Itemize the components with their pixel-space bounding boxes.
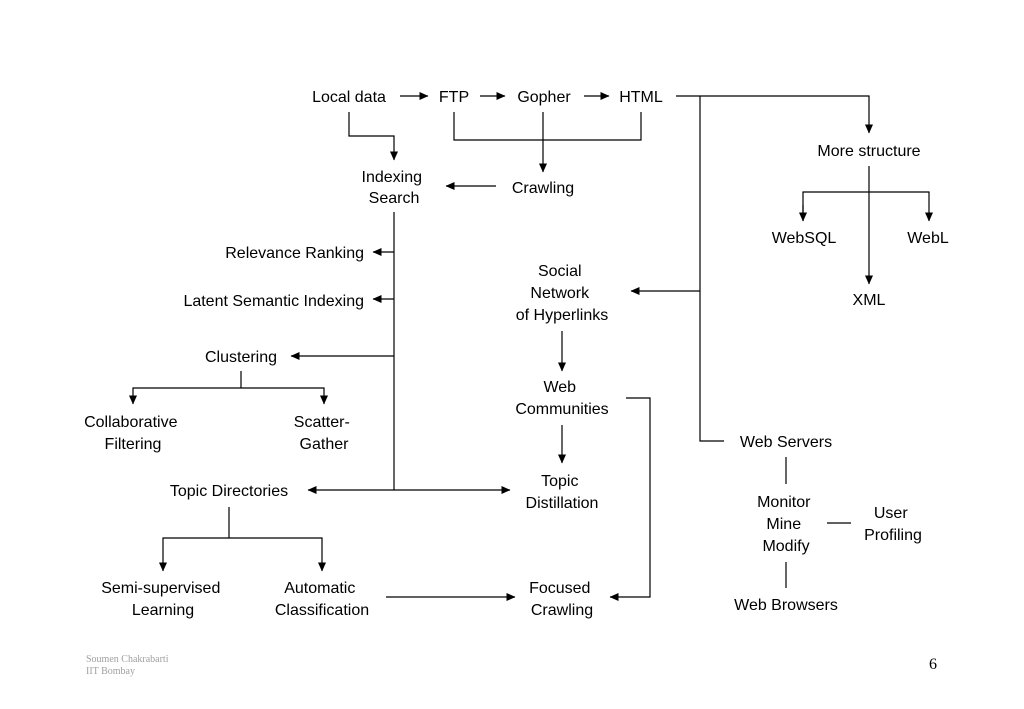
node-web-browsers: Web Browsers <box>734 597 838 614</box>
footer-institution: IIT Bombay <box>86 666 135 677</box>
edges <box>129 92 933 601</box>
node-monitor-mine-modify: Monitor Mine Modify <box>757 494 815 555</box>
node-local-data: Local data <box>312 89 386 106</box>
node-social-network: Social Network of Hyperlinks <box>516 263 608 324</box>
node-relevance-ranking: Relevance Ranking <box>225 245 364 262</box>
node-web-communities: Web Communities <box>515 379 608 418</box>
node-more-structure: More structure <box>817 143 920 160</box>
node-automatic-classification: Automatic Classification <box>275 580 369 619</box>
node-scatter-gather: Scatter- Gather <box>294 414 354 453</box>
node-web-servers: Web Servers <box>740 434 832 451</box>
edge-more-structure-split <box>802 191 933 222</box>
node-topic-directories: Topic Directories <box>170 483 288 500</box>
node-clustering: Clustering <box>205 349 277 366</box>
edge-html-to-more-structure <box>676 95 873 134</box>
node-websql: WebSQL <box>772 230 837 247</box>
node-topic-distillation: Topic Distillation <box>526 473 599 512</box>
node-gopher: Gopher <box>517 89 571 106</box>
edge-clustering-to-collaborative <box>129 387 241 405</box>
node-semi-supervised-learning: Semi-supervised Learning <box>101 580 225 619</box>
node-focused-crawling: Focused Crawling <box>529 580 595 619</box>
edge-clustering-to-scatter <box>241 387 328 405</box>
node-latent-semantic-indexing: Latent Semantic Indexing <box>183 293 364 310</box>
node-crawling: Crawling <box>512 180 574 197</box>
node-xml: XML <box>853 292 886 309</box>
node-html: HTML <box>619 89 663 106</box>
edge-topic-dir-to-auto <box>229 537 326 572</box>
edge-topic-dir-to-semi <box>159 537 229 572</box>
footer-author: Soumen Chakrabarti <box>86 654 169 665</box>
node-collaborative-filtering: Collaborative Filtering <box>84 414 182 453</box>
node-indexing-search: Indexing Search <box>362 169 427 207</box>
node-webl: WebL <box>907 230 949 247</box>
edge-communities-to-focused <box>609 397 651 601</box>
edge-html-trunk <box>699 96 724 442</box>
node-ftp: FTP <box>439 89 469 106</box>
page-number: 6 <box>929 656 937 673</box>
node-user-profiling: User Profiling <box>864 505 922 544</box>
edge-local-to-indexing <box>348 112 398 161</box>
nodes: Local data FTP Gopher HTML More structur… <box>84 89 949 619</box>
slide-footer: Soumen Chakrabarti IIT Bombay 6 <box>86 654 937 677</box>
edge-ftp-html-bracket <box>453 112 642 141</box>
